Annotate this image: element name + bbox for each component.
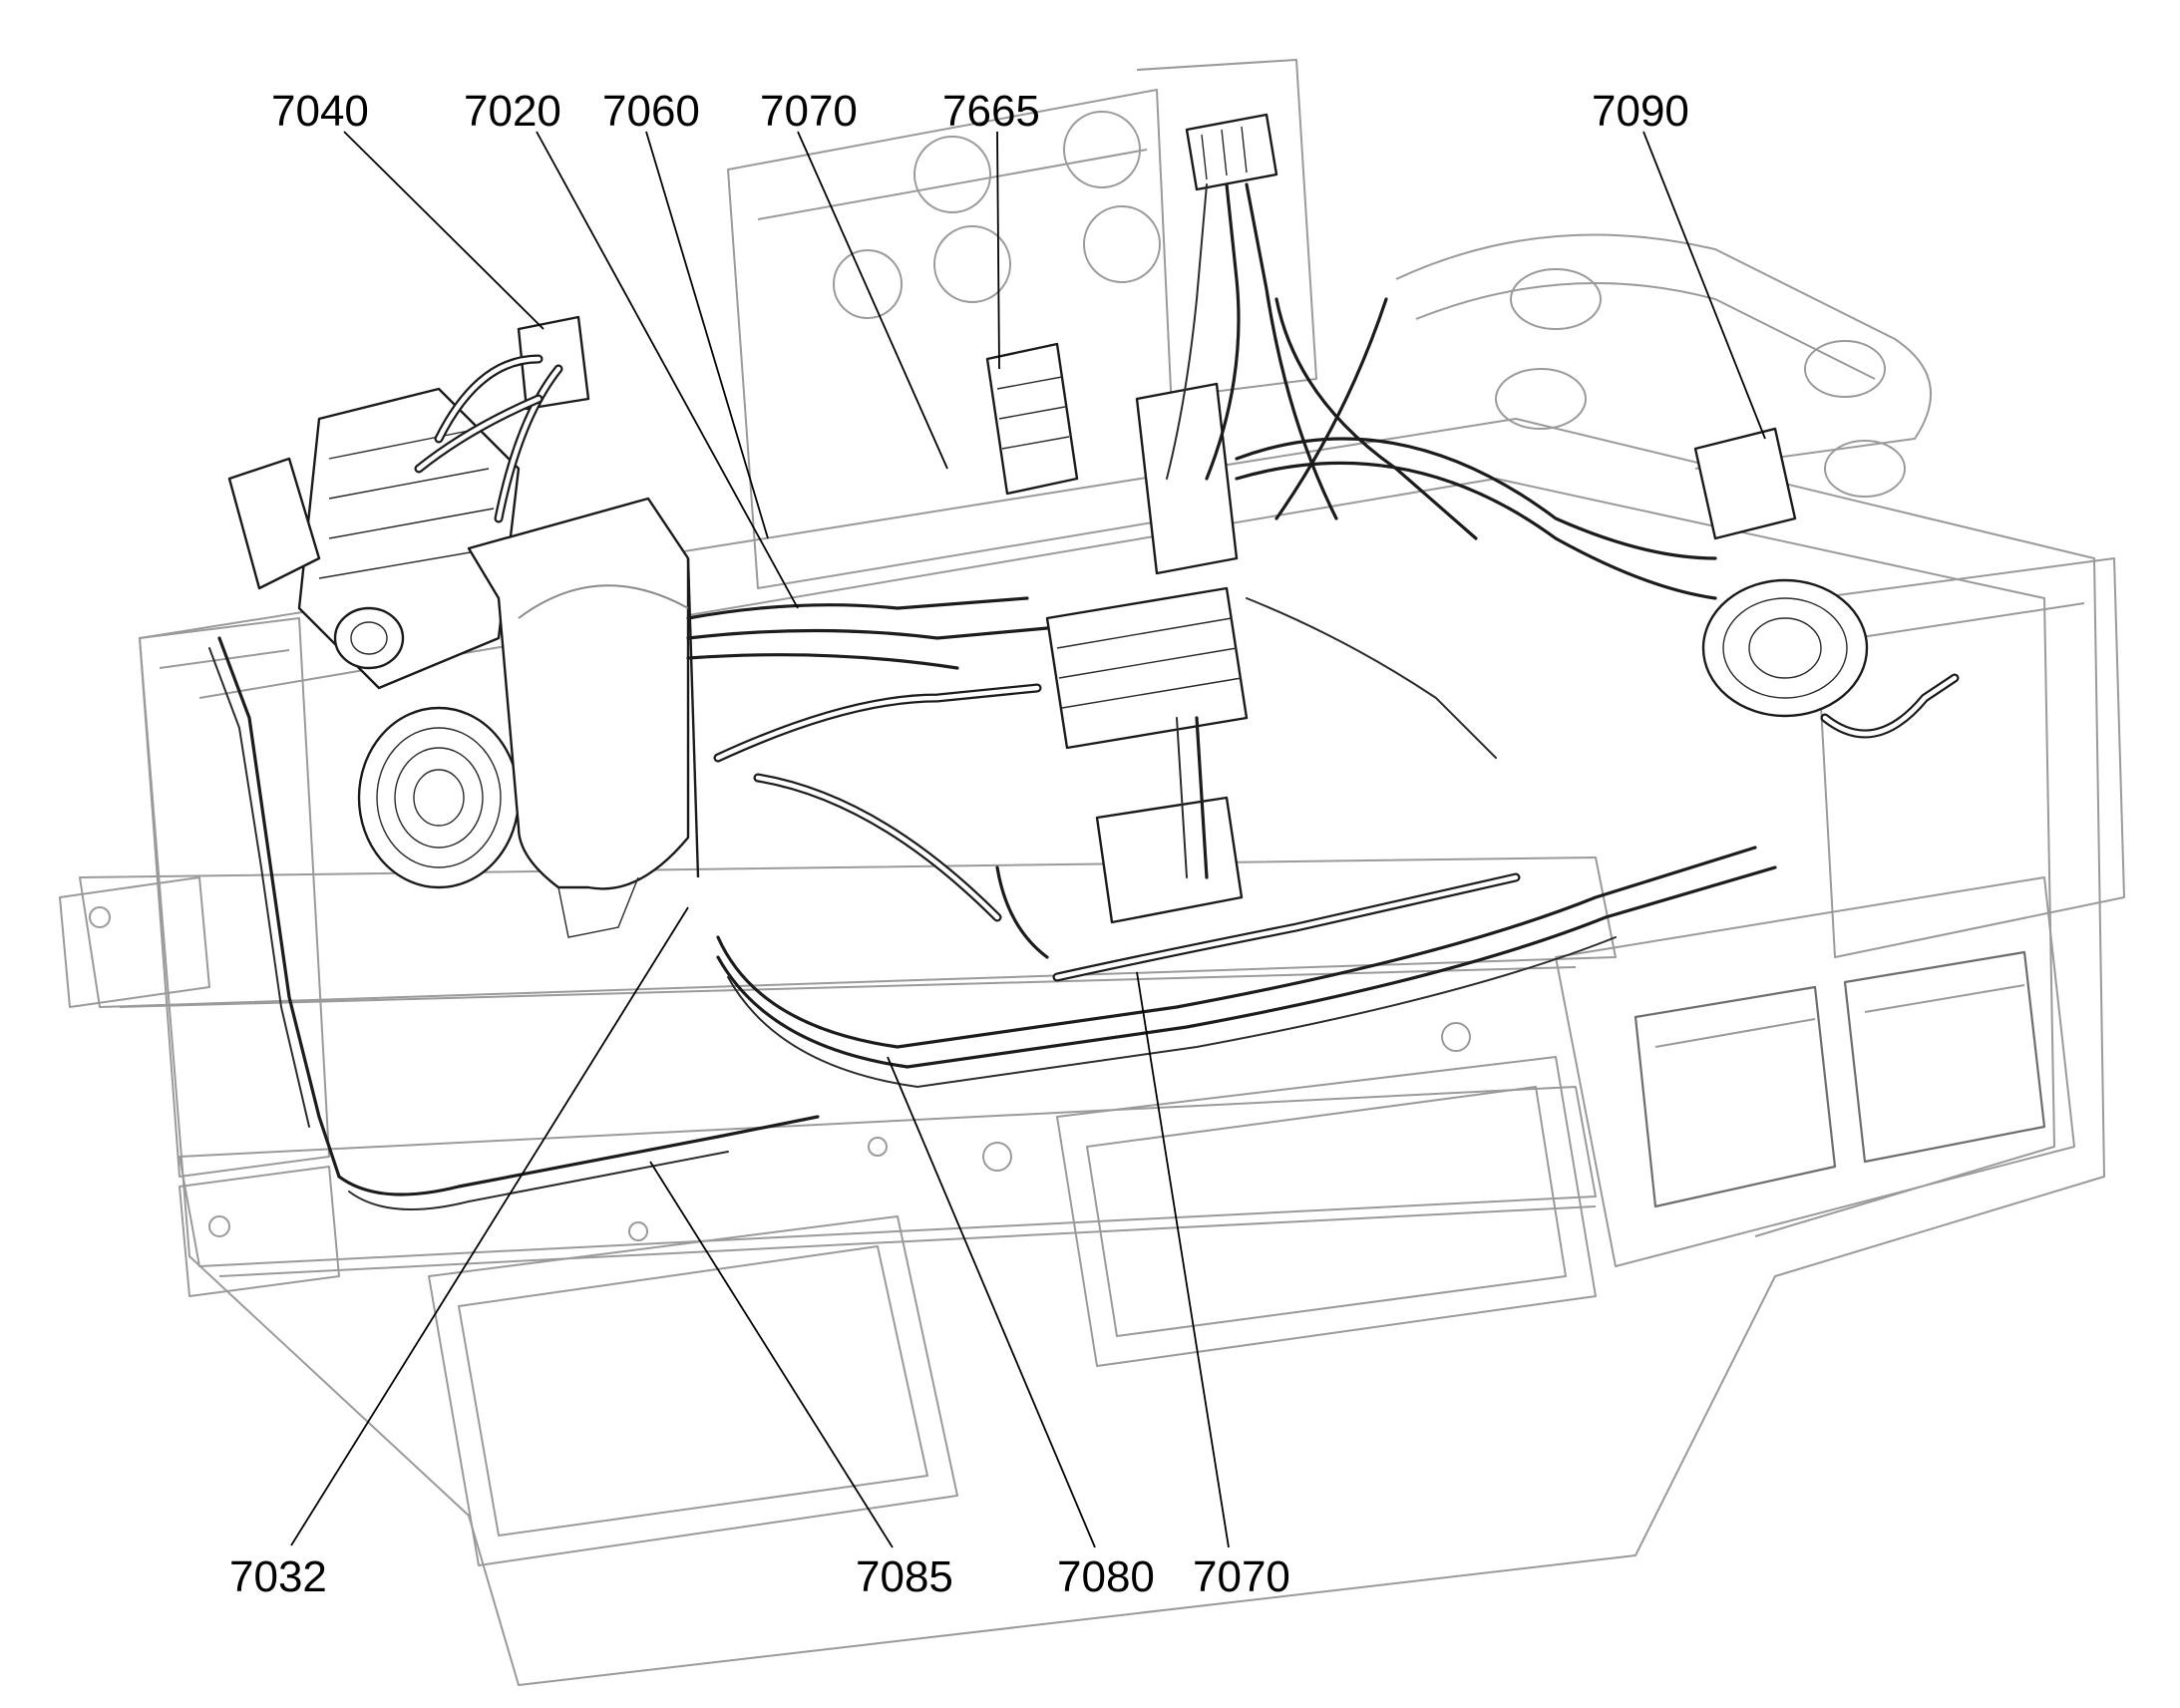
control-valve-block	[985, 342, 1249, 924]
chassis-frame	[59, 59, 2125, 1686]
callout-7070-top: 7070	[760, 87, 948, 470]
callout-7020: 7020	[464, 87, 799, 609]
callout-7060: 7060	[602, 87, 769, 539]
hose-network	[208, 182, 1960, 1210]
svg-text:7060: 7060	[602, 87, 700, 136]
hydraulic-tank	[467, 497, 700, 938]
callout-7090: 7090	[1592, 87, 1766, 440]
svg-text:7070: 7070	[760, 87, 858, 136]
svg-text:7080: 7080	[1057, 1552, 1155, 1601]
svg-text:7020: 7020	[464, 87, 561, 136]
callout-7040: 7040	[271, 87, 545, 330]
callout-7665: 7665	[942, 87, 1040, 370]
engine-assembly	[227, 387, 521, 889]
callout-7080: 7080	[887, 1056, 1155, 1601]
svg-text:7040: 7040	[271, 87, 369, 136]
callout-7032: 7032	[229, 906, 689, 1601]
rotary-joint	[1693, 427, 1869, 718]
svg-text:7090: 7090	[1592, 87, 1689, 136]
callout-7085: 7085	[649, 1161, 953, 1601]
svg-text:7032: 7032	[229, 1552, 327, 1601]
svg-text:7085: 7085	[856, 1552, 953, 1601]
top-connectors	[517, 113, 1278, 411]
svg-text:7070: 7070	[1193, 1552, 1290, 1601]
callout-7070-bottom: 7070	[1136, 971, 1290, 1601]
svg-text:7665: 7665	[942, 87, 1040, 136]
